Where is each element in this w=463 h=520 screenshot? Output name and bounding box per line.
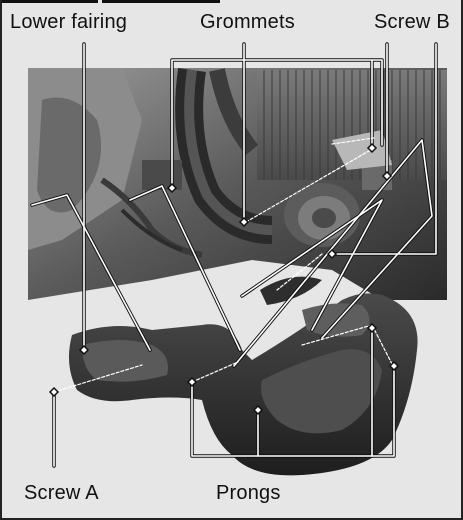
grommets-label: Grommets [200, 12, 295, 32]
prongs-label: Prongs [216, 483, 281, 503]
lower-fairing-shape [69, 277, 418, 476]
lower-fairing-label: Lower fairing [10, 12, 127, 32]
screw-b-label: Screw B [374, 12, 450, 32]
screw-a-label: Screw A [24, 483, 99, 503]
